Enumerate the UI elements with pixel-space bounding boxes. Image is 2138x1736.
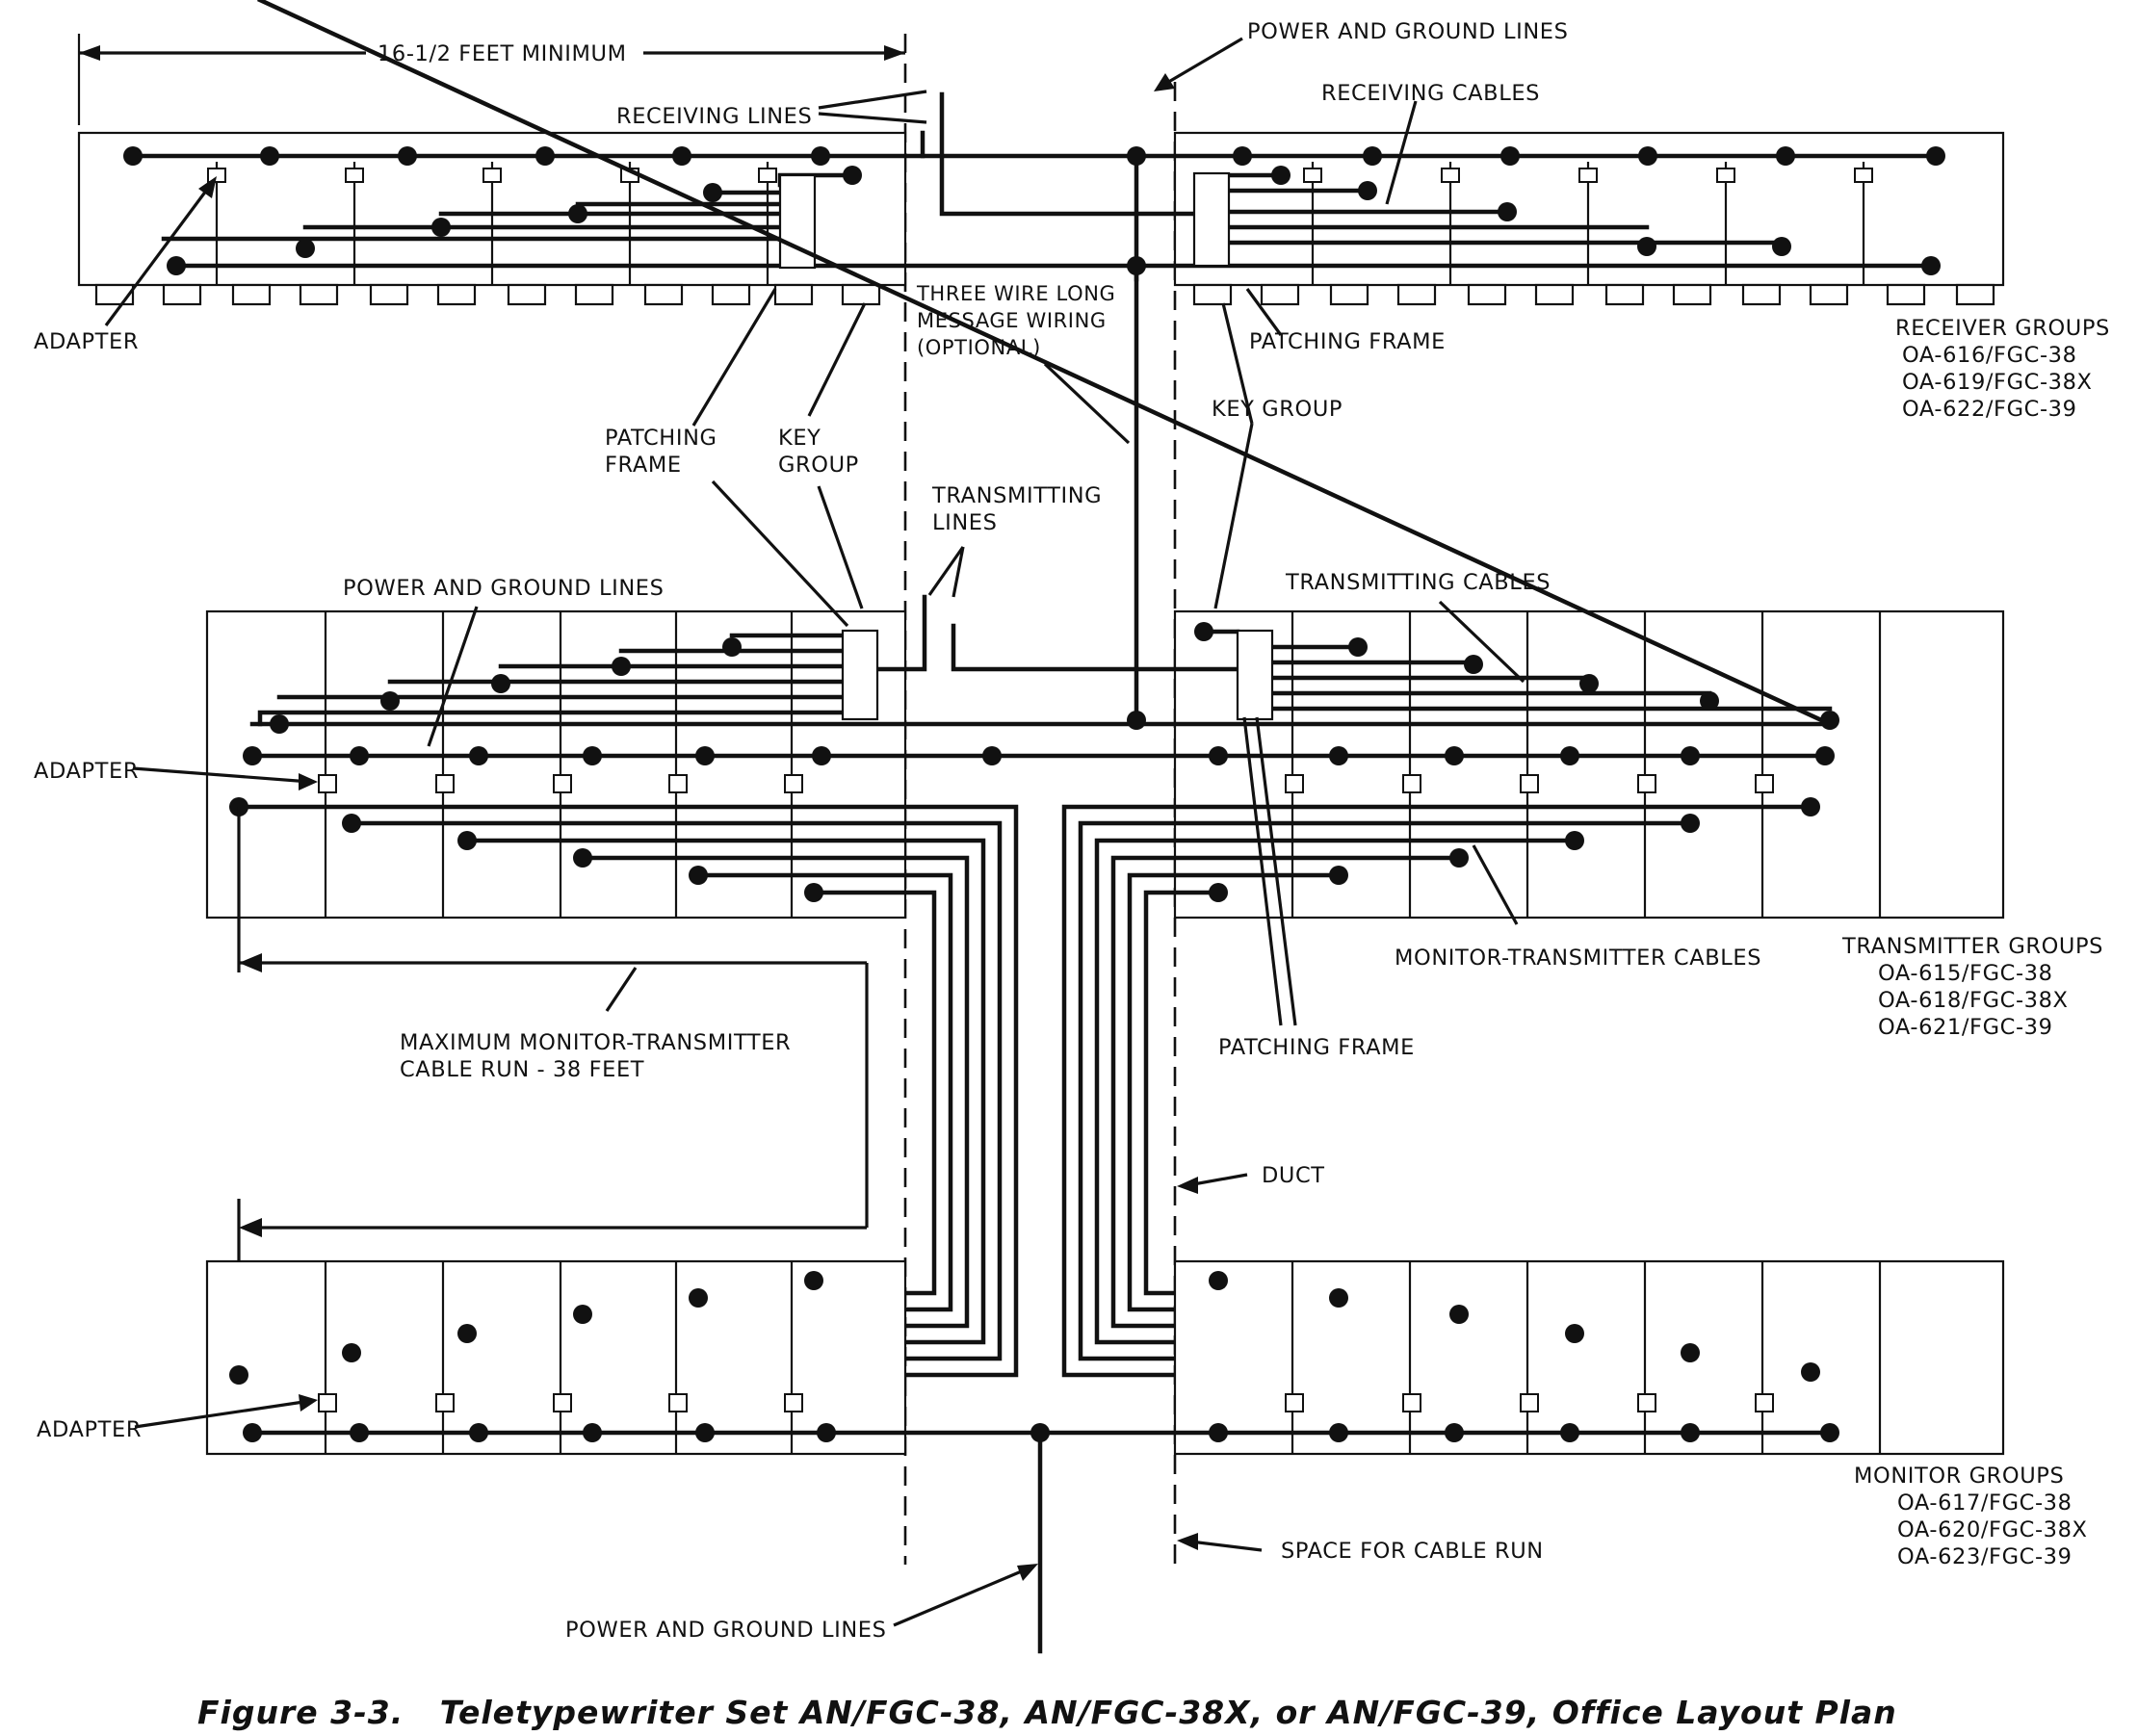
- receiver-groups-legend: RECEIVER GROUPS OA-616/FGC-38 OA-619/FGC…: [1895, 316, 2110, 422]
- max-run-label-1: MAXIMUM MONITOR-TRANSMITTER: [400, 1030, 791, 1055]
- transmitting-lines-label-2: LINES: [932, 510, 998, 535]
- transmitter-model-3: OA-621/FGC-39: [1878, 1015, 2053, 1040]
- transmitter-patching-frame-right: [1236, 629, 1274, 721]
- receiver-model-1: OA-616/FGC-38: [1902, 343, 2077, 368]
- key-label-1: KEY: [778, 426, 821, 451]
- power-ground-mid-label: POWER AND GROUND LINES: [343, 576, 664, 601]
- leader-arrows: [104, 37, 1525, 1627]
- receiver-model-2: OA-619/FGC-38X: [1902, 370, 2093, 395]
- monitor-transmitter-cables-label: MONITOR-TRANSMITTER CABLES: [1395, 946, 1761, 971]
- receiver-model-3: OA-622/FGC-39: [1902, 397, 2077, 422]
- monitor-groups-legend: MONITOR GROUPS OA-617/FGC-38 OA-620/FGC-…: [1854, 1464, 2088, 1569]
- adapter-label-mid: ADAPTER: [34, 759, 139, 784]
- transmitter-patching-frame-left: [841, 629, 879, 721]
- monitor-row-right: [1173, 1259, 2005, 1456]
- receiver-row-right: [1173, 131, 2005, 306]
- adapter-label-bottom: ADAPTER: [37, 1417, 142, 1442]
- receiving-lines-label: RECEIVING LINES: [616, 104, 812, 129]
- duct-label: DUCT: [1262, 1163, 1325, 1188]
- patching-label-1: PATCHING: [605, 426, 717, 451]
- transmitter-model-2: OA-618/FGC-38X: [1878, 988, 2069, 1013]
- monitor-row-left: [205, 1259, 907, 1456]
- transmitting-wiring: [246, 0, 1838, 759]
- monitor-wiring: [249, 1430, 1833, 1654]
- min-width-label: 16-1/2 FEET MINIMUM: [378, 41, 627, 66]
- receiver-patching-frame-right: [1192, 171, 1231, 268]
- transmitter-groups-title: TRANSMITTER GROUPS: [1841, 934, 2103, 959]
- receiver-groups-title: RECEIVER GROUPS: [1895, 316, 2110, 341]
- monitor-model-1: OA-617/FGC-38: [1897, 1490, 2073, 1516]
- monitor-model-3: OA-623/FGC-39: [1897, 1544, 2073, 1569]
- receiving-wiring: [130, 91, 1939, 723]
- three-wire-label-3: (OPTIONAL): [917, 336, 1041, 359]
- three-wire-label-1: THREE WIRE LONG: [916, 282, 1115, 305]
- receiving-cables-label: RECEIVING CABLES: [1321, 81, 1540, 106]
- receiver-dots: [123, 146, 1945, 275]
- three-wire-label-2: MESSAGE WIRING: [917, 309, 1107, 332]
- power-ground-top-label: POWER AND GROUND LINES: [1247, 19, 1568, 44]
- receiver-row-left: [77, 131, 907, 306]
- min-width-dimension: [77, 34, 905, 125]
- transmitter-model-1: OA-615/FGC-38: [1878, 961, 2053, 986]
- receiver-adapters: [207, 168, 1873, 183]
- monitor-transmitter-dots: [229, 797, 1820, 902]
- adapter-label-top: ADAPTER: [34, 329, 139, 354]
- max-run-label-2: CABLE RUN - 38 FEET: [400, 1057, 644, 1082]
- transmitter-adapters: [318, 774, 1774, 793]
- transmitter-groups-legend: TRANSMITTER GROUPS OA-615/FGC-38 OA-618/…: [1841, 934, 2103, 1040]
- key-label-2: GROUP: [778, 453, 859, 478]
- power-ground-bottom-label: POWER AND GROUND LINES: [565, 1618, 886, 1643]
- transmitting-cables-label: TRANSMITTING CABLES: [1285, 570, 1551, 595]
- transmitter-row-right: [1173, 609, 2005, 920]
- transmitter-row-left: [205, 609, 907, 920]
- monitor-model-2: OA-620/FGC-38X: [1897, 1517, 2088, 1542]
- patching-frame-bottom-label: PATCHING FRAME: [1218, 1035, 1415, 1060]
- monitor-groups-title: MONITOR GROUPS: [1854, 1464, 2064, 1489]
- patching-frame-top-right-label: PATCHING FRAME: [1249, 329, 1446, 354]
- space-for-cable-run-label: SPACE FOR CABLE RUN: [1281, 1539, 1544, 1564]
- transmitter-dots: [243, 622, 1839, 765]
- monitor-adapters: [318, 1393, 1774, 1412]
- transmitting-lines-label-1: TRANSMITTING: [931, 483, 1102, 508]
- monitor-dots: [229, 1271, 1839, 1442]
- figure-caption: Figure 3-3. Teletypewriter Set AN/FGC-38…: [197, 1694, 1897, 1731]
- patching-label-2: FRAME: [605, 453, 682, 478]
- key-group-top-right-label: KEY GROUP: [1212, 397, 1343, 422]
